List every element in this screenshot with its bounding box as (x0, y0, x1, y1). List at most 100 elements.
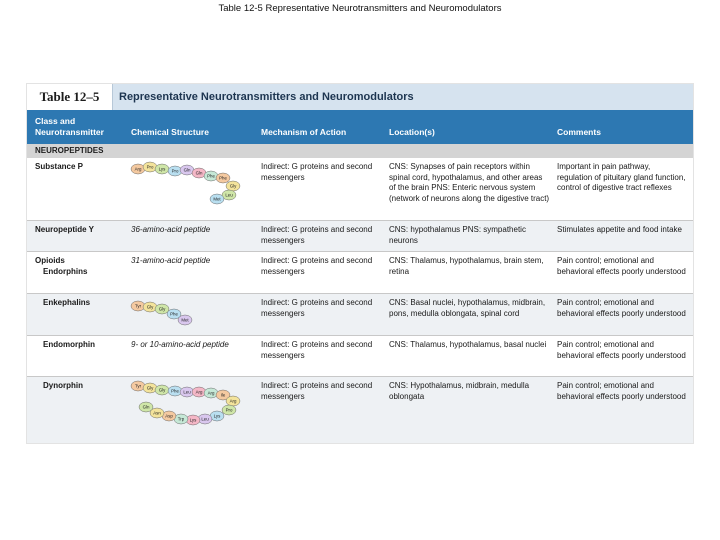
row-mechanism: Indirect: G proteins and second messenge… (261, 381, 373, 401)
row-location: CNS: Thalamus, hypothalamus, brain stem,… (389, 256, 544, 276)
row-comments: Important in pain pathway, regulation of… (557, 162, 686, 192)
amino-acid-bead: Pro (142, 161, 158, 173)
amino-acid-bead: Gly (142, 301, 158, 313)
row-location: CNS: Basal nuclei, hypothalamus, midbrai… (389, 298, 546, 318)
amino-acid-bead: Leu (221, 189, 237, 201)
amino-acid-label: Gly (147, 386, 154, 391)
col-header-comments: Comments (557, 127, 601, 137)
amino-acid-label: Phe (170, 312, 178, 317)
row-comments: Pain control; emotional and behavioral e… (557, 340, 686, 360)
amino-acid-label: Met (213, 197, 221, 202)
column-header-row: Class and Neurotransmitter Chemical Stru… (27, 110, 693, 144)
table-header-band: Table 12–5 Representative Neurotransmitt… (27, 84, 693, 111)
amino-acid-bead: Ile (215, 389, 231, 401)
amino-acid-bead: Arg (203, 387, 219, 399)
table-row: Opioids Endorphins 31-amino-acid peptide… (27, 252, 693, 294)
amino-acid-label: Ile (221, 393, 226, 398)
col-header-location: Location(s) (389, 127, 435, 137)
amino-acid-bead: Arg (130, 163, 146, 175)
row-location: CNS: Thalamus, hypothalamus, basal nucle… (389, 340, 547, 349)
amino-acid-label: Gly (147, 305, 154, 310)
row-comments: Stimulates appetite and food intake (557, 225, 682, 234)
row-mechanism: Indirect: G proteins and second messenge… (261, 340, 373, 360)
row-mechanism: Indirect: G proteins and second messenge… (261, 162, 373, 182)
row-comments: Pain control; emotional and behavioral e… (557, 381, 686, 401)
row-comments: Pain control; emotional and behavioral e… (557, 256, 686, 276)
section-neuropeptides: NEUROPEPTIDES (27, 144, 693, 158)
row-name-line1: Opioids (35, 256, 65, 265)
row-mechanism: Indirect: G proteins and second messenge… (261, 298, 373, 318)
col-header-structure: Chemical Structure (131, 127, 209, 137)
amino-acid-label: Gly (230, 184, 237, 189)
amino-acid-label: Lys (190, 418, 197, 423)
amino-acid-bead: Lys (154, 163, 170, 175)
amino-acid-bead: Gly (154, 303, 170, 315)
amino-acid-label: Gln (196, 171, 203, 176)
amino-acid-label: Pro (226, 408, 233, 413)
amino-acid-label: Pro (172, 169, 179, 174)
amino-acid-bead: Phe (215, 172, 231, 184)
amino-acid-label: Arg (196, 390, 203, 395)
amino-acid-label: Phe (219, 176, 227, 181)
row-location: CNS: Hypothalamus, midbrain, medulla obl… (389, 381, 530, 401)
amino-acid-label: Gly (159, 307, 166, 312)
section-label: NEUROPEPTIDES (35, 146, 104, 155)
col-header-mechanism: Mechanism of Action (261, 127, 347, 137)
amino-acid-label: Tyr (135, 304, 142, 309)
row-location: CNS: hypothalamus PNS: sympathetic neuro… (389, 225, 526, 245)
table-title: Representative Neurotransmitters and Neu… (119, 91, 414, 103)
row-name: Substance P (35, 162, 84, 171)
amino-acid-label: Asn (153, 411, 161, 416)
row-structure: 9- or 10-amino-acid peptide (131, 340, 229, 349)
amino-acid-label: Phe (171, 389, 179, 394)
row-mechanism: Indirect: G proteins and second messenge… (261, 256, 373, 276)
amino-acid-bead: Gln (191, 167, 207, 179)
amino-acid-bead: Asn (149, 407, 165, 419)
neurotransmitter-table: Table 12–5 Representative Neurotransmitt… (27, 84, 693, 443)
col-header-class: Class and (35, 116, 76, 126)
col-header-class-2: Neurotransmitter (35, 127, 104, 137)
amino-acid-label: Lys (159, 167, 166, 172)
amino-acid-label: Tyr (135, 384, 142, 389)
amino-acid-label: Leu (183, 390, 191, 395)
amino-acid-label: Phe (207, 174, 215, 179)
row-name-line2: Endorphins (43, 266, 88, 276)
amino-acid-bead: Pro (221, 404, 237, 416)
row-name: Enkephalins (43, 298, 91, 307)
amino-acid-bead: Gly (225, 180, 241, 192)
row-name: Neuropeptide Y (35, 225, 94, 234)
amino-acid-bead: Gly (142, 382, 158, 394)
row-structure: 36-amino-acid peptide (131, 225, 211, 234)
amino-acid-label: Gln (143, 405, 150, 410)
row-name: Endomorphin (43, 340, 95, 349)
row-location: CNS: Synapses of pain receptors within s… (389, 162, 550, 203)
amino-acid-label: Pro (147, 165, 154, 170)
amino-acid-bead: Leu (197, 413, 213, 425)
amino-acid-label: Asp (165, 414, 173, 419)
row-comments: Pain control; emotional and behavioral e… (557, 298, 686, 318)
amino-acid-bead: Tyr (130, 380, 146, 392)
table-number: Table 12–5 (27, 84, 113, 110)
amino-acid-label: Lys (214, 414, 221, 419)
amino-acid-bead: Gly (154, 384, 170, 396)
amino-acid-bead: Met (209, 193, 225, 205)
amino-acid-bead: Met (177, 314, 193, 326)
amino-acid-label: Arg (135, 167, 142, 172)
amino-acid-label: Leu (225, 193, 233, 198)
amino-acid-bead: Phe (166, 308, 182, 320)
table-row: Endomorphin 9- or 10-amino-acid peptide … (27, 336, 693, 377)
amino-acid-label: Gln (184, 168, 191, 173)
row-name: Dynorphin (43, 381, 83, 390)
row-mechanism: Indirect: G proteins and second messenge… (261, 225, 373, 245)
amino-acid-label: Met (181, 318, 189, 323)
row-name: Opioids Endorphins (35, 256, 125, 277)
table-row: Neuropeptide Y 36-amino-acid peptide Ind… (27, 221, 693, 252)
amino-acid-label: Arg (230, 399, 237, 404)
amino-acid-bead: Phe (203, 170, 219, 182)
